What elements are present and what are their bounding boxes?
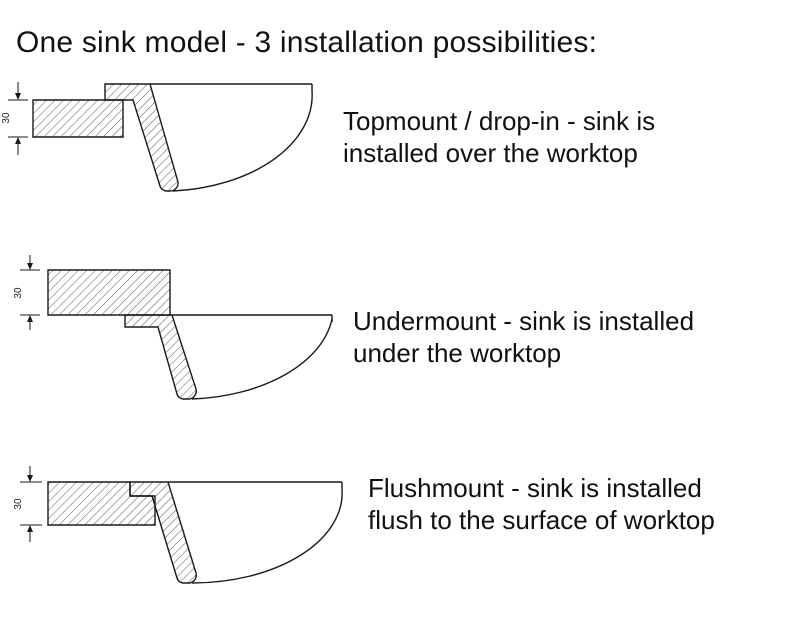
flushmount-description: Flushmount - sink is installed flush to … [368,473,715,535]
dimension-label: 30 [13,498,24,510]
undermount-diagram: 30 [13,255,345,420]
sink-cross-section [125,315,196,399]
dim-arrow-bottom [15,137,21,144]
page-title: One sink model - 3 installation possibil… [16,26,598,60]
dimension-label: 30 [13,287,24,299]
dim-arrow-bottom [27,315,33,322]
dimension-label: 30 [1,112,12,124]
dim-arrow-top [15,93,21,100]
flushmount-row: 30 Flushmount - sink is installed flush … [0,465,800,600]
dim-arrow-top [27,475,33,482]
dimension-30 [20,466,42,542]
undermount-row: 30 Undermount - sink is installed under … [0,255,800,420]
worktop-section [33,100,123,137]
sink-cross-section [105,84,178,191]
dimension-30 [20,255,40,330]
worktop-section [48,270,170,315]
topmount-row: 30 Topmount / drop-in - sink is installe… [0,70,800,205]
sink-cross-section [130,482,196,583]
bowl-outline [168,482,342,583]
topmount-description: Topmount / drop-in - sink is installed o… [343,105,656,168]
topmount-diagram: 30 [1,70,335,205]
flushmount-diagram: 30 [13,465,360,600]
dim-arrow-bottom [27,525,33,532]
dimension-30 [8,82,28,155]
bowl-outline [172,315,332,399]
dim-arrow-top [27,263,33,270]
bowl-outline [150,84,312,191]
undermount-description: Undermount - sink is installed under the… [353,305,695,368]
